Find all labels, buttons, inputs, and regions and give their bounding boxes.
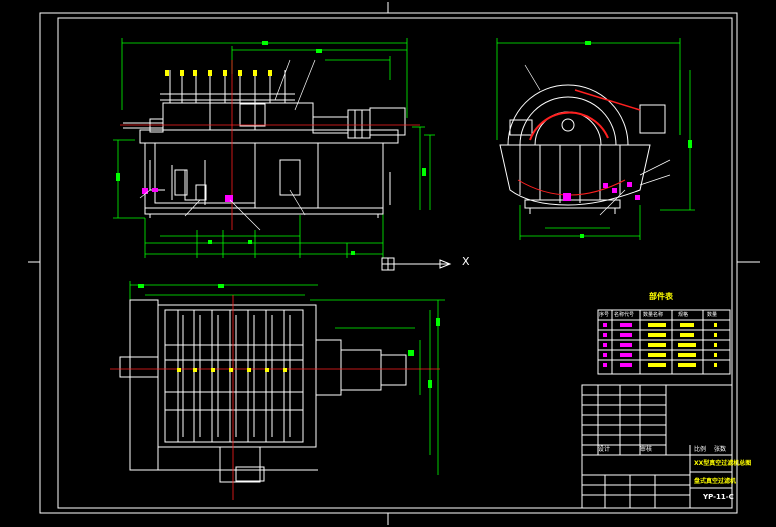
checker-label: 审核 (640, 446, 653, 453)
side-view-accents (517, 41, 692, 238)
parts-table-header-index: 序号 (599, 312, 610, 318)
inner-border (57, 17, 733, 509)
parts-table-header-name: 数量名称 (643, 312, 664, 318)
front-view (113, 38, 435, 258)
title-block (581, 384, 733, 509)
plan-view-accents (110, 284, 440, 500)
title-block-title-2: 盘式真空过滤机 (694, 478, 737, 485)
title-block-title-1: XX型真空过滤机总图 (694, 460, 752, 467)
sheet-label: 张数 (714, 446, 727, 453)
ucs-x-label: X (462, 255, 470, 268)
scale-label: 比例 (694, 446, 707, 453)
centering-marks (28, 2, 760, 525)
parts-table (597, 309, 731, 375)
front-view-accents (116, 41, 426, 255)
ucs-icon (381, 257, 452, 271)
parts-table-header-code: 名称代号 (614, 312, 635, 318)
designer-label: 设计 (598, 446, 611, 453)
parts-table-header-qty: 数量 (707, 312, 718, 318)
side-view (496, 38, 695, 240)
parts-table-entries (603, 323, 717, 367)
plan-view (119, 281, 445, 483)
parts-table-title: 部件表 (649, 292, 673, 301)
drawing-number: YP-11-C (703, 493, 734, 501)
parts-table-header-spec: 规格 (678, 312, 689, 318)
